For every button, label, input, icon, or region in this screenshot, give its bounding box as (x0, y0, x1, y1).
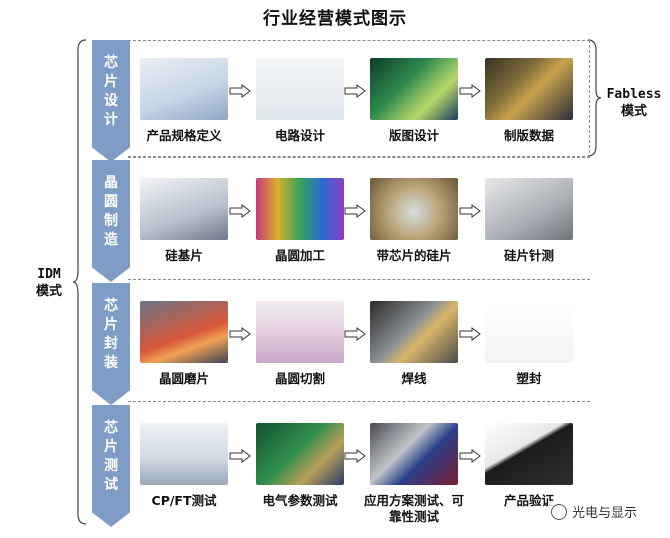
step-caption: CP/FT测试 (151, 493, 217, 508)
step-caption: 塑封 (516, 371, 542, 386)
step-caption: 晶圆切割 (274, 371, 325, 386)
step-caption: 晶圆磨片 (158, 371, 209, 386)
stage-chevron: 芯片封装 (92, 283, 130, 405)
process-step: CP/FT测试 (134, 423, 234, 509)
flow-arrow-icon (459, 327, 481, 341)
flow-arrow-icon (229, 84, 251, 98)
step-caption: 晶圆加工 (274, 248, 325, 263)
process-step: 产品验证 (479, 423, 579, 509)
stage-separator (128, 401, 590, 402)
flow-arrow-icon (459, 449, 481, 463)
process-step: 硅片针测 (479, 178, 579, 264)
stage-chevron: 芯片设计 (92, 40, 130, 162)
step-caption: 带芯片的硅片 (376, 248, 452, 263)
flow-arrow-icon (344, 327, 366, 341)
process-step: 硅基片 (134, 178, 234, 264)
process-step: 晶圆加工 (250, 178, 350, 264)
process-step: 应用方案测试、可靠性测试 (364, 423, 464, 525)
stage-label: 晶圆制造 (104, 175, 118, 248)
step-caption: 产品规格定义 (146, 128, 222, 143)
process-step: 电路设计 (250, 58, 350, 144)
flow-arrow-icon (344, 84, 366, 98)
process-step: 制版数据 (479, 58, 579, 144)
flow-arrow-icon (459, 204, 481, 218)
stage-label: 芯片设计 (104, 55, 118, 128)
step-image (485, 178, 573, 240)
flow-arrow-icon (459, 84, 481, 98)
watermark-text: 光电与显示 (571, 506, 637, 521)
process-step: 电气参数测试 (250, 423, 350, 509)
step-caption: 产品验证 (503, 493, 554, 508)
process-step: 晶圆切割 (250, 301, 350, 387)
flow-arrow-icon (344, 449, 366, 463)
flow-arrow-icon (229, 449, 251, 463)
process-step: 带芯片的硅片 (364, 178, 464, 264)
flow-arrow-icon (344, 204, 366, 218)
process-step: 焊线 (364, 301, 464, 387)
idm-brace (72, 39, 87, 525)
stage-separator (128, 156, 590, 157)
stage-label: 芯片封装 (104, 298, 118, 371)
step-image (485, 423, 573, 485)
step-caption: 电路设计 (274, 128, 325, 143)
step-caption: 硅片针测 (503, 248, 554, 263)
wechat-icon (550, 503, 567, 520)
step-image (485, 58, 573, 120)
step-image (370, 423, 458, 485)
watermark: 光电与显示 (547, 501, 640, 522)
step-image (140, 423, 228, 485)
step-image (485, 301, 573, 363)
stage-row: 芯片设计产品规格定义 电路设计 版图设计 制版数据 (92, 40, 592, 162)
process-step: 版图设计 (364, 58, 464, 144)
step-image (140, 301, 228, 363)
process-step: 产品规格定义 (134, 58, 234, 144)
stage-chevron: 晶圆制造 (92, 160, 130, 282)
process-step: 塑封 (479, 301, 579, 387)
step-caption: 应用方案测试、可靠性测试 (364, 493, 465, 524)
step-image (140, 178, 228, 240)
step-caption: 焊线 (401, 371, 427, 386)
flow-arrow-icon (229, 204, 251, 218)
step-caption: 制版数据 (503, 128, 554, 143)
diagram-title: 行业经营模式图示 (263, 9, 407, 29)
stage-row: 芯片测试 CP/FT测试 电气参数测试 应用方案测试、可靠性测试 产品验证 (92, 405, 592, 527)
stage-row: 晶圆制造硅基片 晶圆加工 带芯片的硅片 硅片针测 (92, 160, 592, 282)
step-image (256, 301, 344, 363)
stage-label: 芯片测试 (104, 420, 118, 493)
step-image (370, 178, 458, 240)
step-image (370, 301, 458, 363)
step-caption: 电气参数测试 (262, 493, 338, 508)
fabless-brace (587, 39, 602, 157)
step-image (256, 423, 344, 485)
stage-chevron: 芯片测试 (92, 405, 130, 527)
stage-row: 芯片封装晶圆磨片 晶圆切割 焊线 塑封 (92, 283, 592, 405)
flow-arrow-icon (229, 327, 251, 341)
step-image (256, 178, 344, 240)
step-image (140, 58, 228, 120)
process-step: 晶圆磨片 (134, 301, 234, 387)
step-caption: 版图设计 (388, 128, 439, 143)
step-caption: 硅基片 (165, 248, 203, 263)
stage-separator (128, 279, 590, 280)
step-image (256, 58, 344, 120)
step-image (370, 58, 458, 120)
